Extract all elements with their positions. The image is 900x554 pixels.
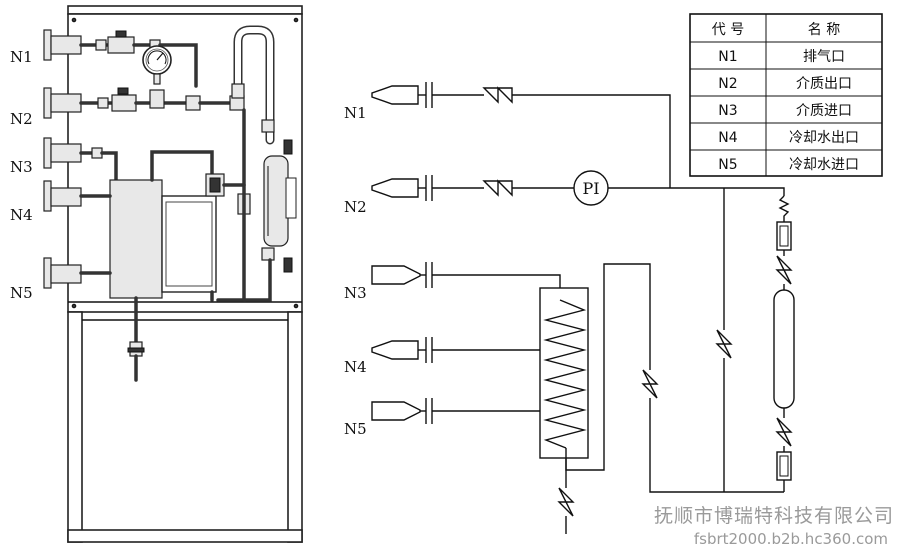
schem-label-n1: N1 bbox=[344, 104, 367, 122]
valve-filter-bottom bbox=[775, 417, 793, 447]
schem-label-n2: N2 bbox=[344, 198, 367, 216]
valve-n1 bbox=[482, 86, 513, 104]
panel-label-n3: N3 bbox=[10, 158, 33, 176]
pressure-gauge bbox=[142, 45, 172, 85]
cabinet-leg-right bbox=[287, 311, 303, 543]
cooler-body bbox=[109, 179, 217, 299]
valve-bypass bbox=[715, 329, 733, 359]
legend-code-n5: N5 bbox=[718, 157, 737, 173]
legend-code-n2: N2 bbox=[718, 76, 737, 92]
legend-code-n4: N4 bbox=[718, 130, 737, 146]
schem-label-n5: N5 bbox=[344, 420, 367, 438]
panel-label-n5: N5 bbox=[10, 284, 33, 302]
nozzle-n5 bbox=[371, 401, 421, 421]
schem-label-n4: N4 bbox=[344, 358, 367, 376]
legend-name-n2: 介质出口 bbox=[796, 76, 852, 92]
schem-label-n3: N3 bbox=[344, 284, 367, 302]
legend-code-n3: N3 bbox=[718, 103, 737, 119]
cabinet-bottom-rail bbox=[67, 529, 303, 543]
legend-header-code: 代 号 bbox=[712, 22, 744, 38]
legend-name-n5: 冷却水进口 bbox=[789, 157, 859, 173]
valve-filter-top bbox=[775, 255, 793, 285]
valve-drain bbox=[557, 487, 575, 517]
valve-n2 bbox=[482, 179, 513, 197]
legend-name-n1: 排气口 bbox=[803, 49, 845, 65]
panel-label-n1: N1 bbox=[10, 48, 33, 66]
pressure-indicator-label: PI bbox=[582, 179, 599, 198]
schematic: N1 N2 N3 N4 N5 PI bbox=[344, 82, 795, 534]
cabinet-top bbox=[67, 5, 303, 15]
filter-vessel-symbol bbox=[773, 289, 795, 409]
pressure-indicator: PI bbox=[573, 170, 609, 206]
valve-outlet bbox=[641, 369, 659, 399]
nozzle-n1 bbox=[371, 85, 419, 105]
panel-label-n4: N4 bbox=[10, 206, 33, 224]
legend-name-n4: 冷却水出口 bbox=[789, 130, 859, 146]
legend-code-n1: N1 bbox=[718, 49, 737, 65]
legend-table: 代 号 名 称 N1 排气口 N2 介质出口 N3 介质进口 N4 冷却水出口 … bbox=[689, 13, 883, 177]
legend-header-name: 名 称 bbox=[808, 22, 840, 38]
filter-vessel bbox=[261, 119, 297, 273]
nozzle-n3 bbox=[371, 265, 421, 285]
watermark-company: 抚顺市博瑞特科技有限公司 bbox=[653, 505, 894, 527]
cooler-coil-vessel bbox=[539, 287, 589, 459]
flange-n3 bbox=[43, 137, 82, 169]
panel-drawing: N1 N2 N3 N4 N5 bbox=[10, 5, 303, 543]
nozzle-n2 bbox=[371, 178, 419, 198]
nozzle-n4 bbox=[371, 340, 419, 360]
legend-name-n3: 介质进口 bbox=[796, 103, 852, 119]
watermark-url: fsbrt2000.b2b.hc360.com bbox=[693, 530, 888, 548]
cabinet-leg-left bbox=[67, 311, 83, 543]
panel-label-n2: N2 bbox=[10, 110, 33, 128]
